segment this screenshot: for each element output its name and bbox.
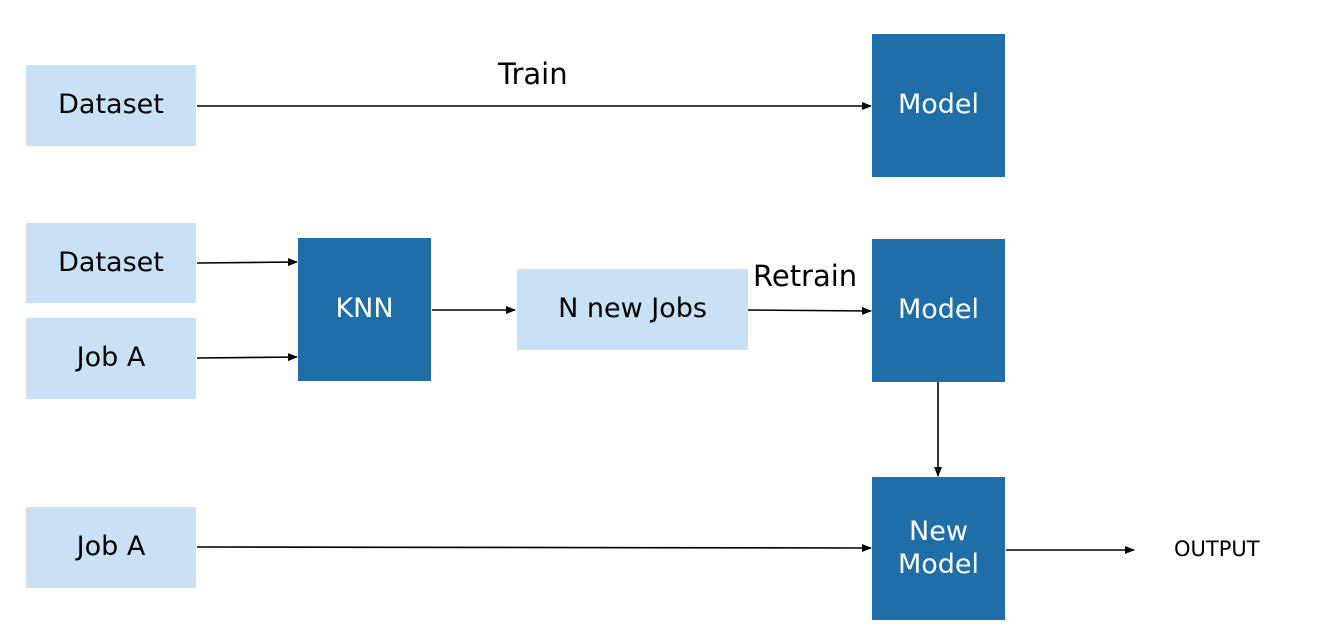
new-model-label-line2: Model bbox=[897, 548, 980, 580]
job-a-label: Job A bbox=[76, 342, 146, 374]
model-label: Model bbox=[897, 294, 980, 326]
job-a-box-knn: Job A bbox=[26, 318, 196, 399]
new-model-label-line1: New bbox=[909, 516, 968, 548]
train-label: Train bbox=[498, 57, 568, 91]
retrain-label: Retrain bbox=[753, 259, 858, 293]
dataset-label: Dataset bbox=[58, 246, 164, 278]
knn-box: KNN bbox=[298, 238, 431, 381]
model-label: Model bbox=[897, 89, 980, 121]
knn-label: KNN bbox=[335, 293, 394, 325]
dataset-box-train: Dataset bbox=[26, 65, 196, 146]
arrow-dataset-to-knn bbox=[196, 258, 298, 267]
n-new-jobs-label: N new Jobs bbox=[558, 293, 707, 325]
job-a-label: Job A bbox=[76, 531, 146, 563]
dataset-label: Dataset bbox=[58, 89, 164, 121]
arrow-joba-to-knn bbox=[196, 353, 298, 362]
n-new-jobs-box: N new Jobs bbox=[517, 269, 748, 350]
arrow-new-jobs-to-model bbox=[747, 306, 872, 315]
arrow-joba-to-new-model bbox=[196, 543, 872, 552]
model-box-retrained: Model bbox=[872, 239, 1005, 382]
output-label: OUTPUT bbox=[1174, 537, 1260, 561]
new-model-box: New Model bbox=[872, 477, 1005, 620]
job-a-box-inference: Job A bbox=[26, 507, 196, 588]
dataset-box-knn: Dataset bbox=[26, 223, 196, 303]
model-box-trained: Model bbox=[872, 34, 1005, 177]
